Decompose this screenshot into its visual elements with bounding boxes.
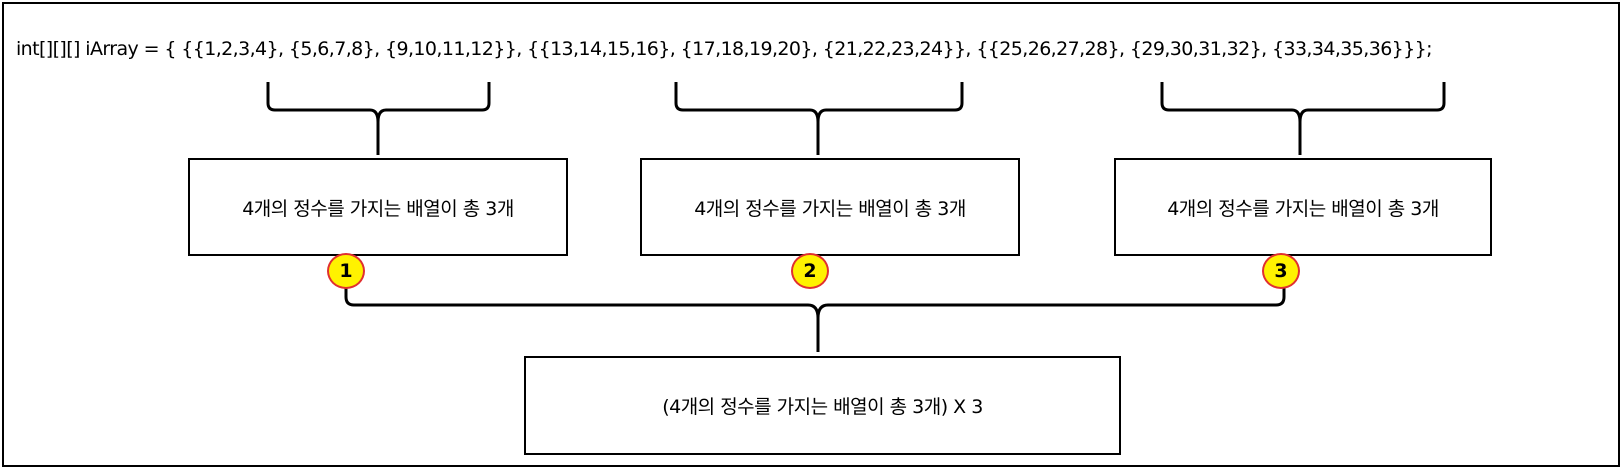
badge-3: 3 (1262, 253, 1300, 289)
group-box-2: 4개의 정수를 가지는 배열이 총 3개 (640, 158, 1020, 256)
array-declaration-code: int[][][] iArray = { {{1,2,3,4}, {5,6,7,… (16, 38, 1433, 60)
badge-2: 2 (791, 253, 829, 289)
brace-group-2 (674, 82, 964, 155)
brace-summary (344, 288, 1286, 352)
group-box-1: 4개의 정수를 가지는 배열이 총 3개 (188, 158, 568, 256)
brace-group-1 (266, 82, 491, 155)
summary-box: (4개의 정수를 가지는 배열이 총 3개) X 3 (524, 356, 1121, 455)
badge-1: 1 (327, 253, 365, 289)
brace-group-3 (1160, 82, 1446, 155)
group-box-3: 4개의 정수를 가지는 배열이 총 3개 (1114, 158, 1492, 256)
